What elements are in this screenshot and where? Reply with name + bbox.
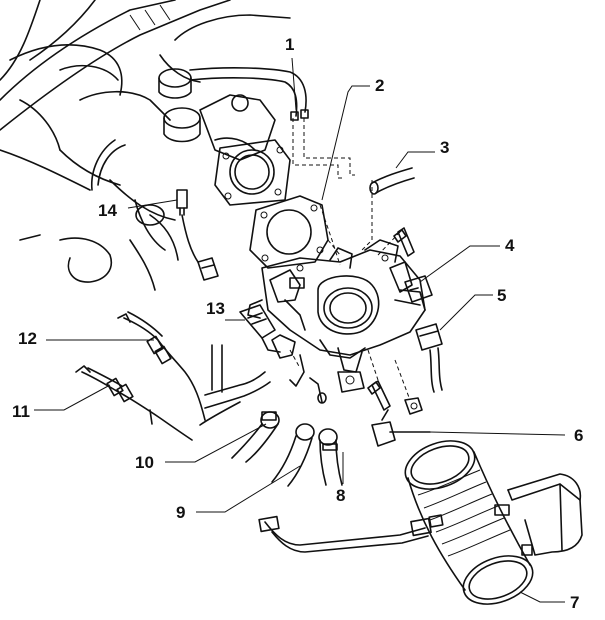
callout-label-14: 14 [98,201,117,220]
cable-bracket [199,304,327,426]
alignment-lines [289,118,411,401]
mounting-bolt-upper [393,227,415,257]
breather-hose [369,167,415,195]
callout-label-4: 4 [505,236,515,255]
vacuum-hose-assembly [189,67,309,121]
callout-label-2: 2 [375,76,385,95]
callout-label-13: 13 [206,299,225,318]
oxygen-sensor [176,189,219,281]
callout-label-8: 8 [336,486,346,505]
cruise-control-cable [75,365,193,441]
callout-label-11: 11 [12,402,30,421]
lower-coolant-hose [258,514,444,553]
sensor-connector [415,323,443,393]
throttle-position-sensor [404,275,433,303]
throttle-body [247,239,426,393]
hose-clamp-8 [318,428,343,486]
callout-label-1: 1 [285,35,295,54]
hose-9 [271,423,315,487]
callout-label-12: 12 [18,329,37,348]
callout-label-10: 10 [135,453,154,472]
leader-lines [34,57,566,603]
callout-label-5: 5 [497,286,507,305]
callout-label-3: 3 [440,138,450,157]
air-intake-duct [404,440,583,605]
callout-label-6: 6 [574,426,584,445]
elbow-fitting [371,409,431,447]
mounting-bolts-lower [367,380,423,415]
callout-label-7: 7 [570,593,580,612]
accelerator-cable [117,311,206,421]
intake-manifold [0,0,291,291]
hose-10 [231,411,280,463]
callout-label-9: 9 [176,503,186,522]
throttle-body-gasket [249,195,329,269]
